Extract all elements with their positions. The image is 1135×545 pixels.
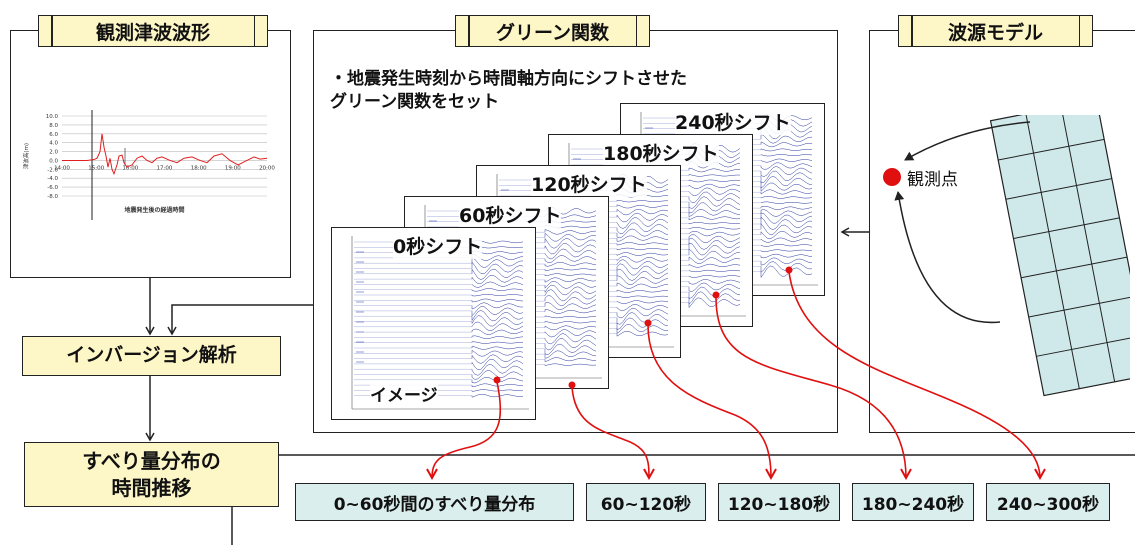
result-0-60-label: 0~60秒間のすべり量分布 — [333, 494, 536, 515]
green-sheet-240s-label: 240秒シフト — [675, 108, 791, 135]
obs-y-tick: 2.0 — [49, 150, 58, 156]
green-function-note-line-2: グリーン関数をセット — [330, 91, 500, 112]
source-model-title: 波源モデル — [898, 15, 1093, 47]
obs-y-tick: -6.0 — [47, 185, 58, 191]
obs-x-tick: 19:00 — [225, 165, 241, 171]
obs-y-label: 津波高(m) — [22, 143, 30, 169]
obs-y-tick: 10.0 — [46, 114, 59, 120]
green-sheet-image-label: イメージ — [370, 381, 438, 406]
slip-evolution-line-2: 時間推移 — [111, 475, 192, 500]
green-function-title-text: グリーン関数 — [495, 21, 610, 44]
slip-evolution-box: すべり量分布の 時間推移 — [24, 442, 279, 507]
obs-y-tick: -2.0 — [47, 167, 58, 173]
green-sheet-waveforms-icon — [351, 236, 529, 410]
observed-waveform-trace — [62, 133, 268, 176]
obs-x-tick: 16:00 — [122, 165, 138, 171]
obs-y-tick: 4.0 — [49, 141, 58, 147]
obs-y-tick: 8.0 — [49, 123, 58, 129]
observed-waveform-title: 観測津波波形 — [38, 15, 268, 47]
result-120-180-label: 120~180秒 — [727, 494, 831, 515]
obs-y-tick: 6.0 — [49, 132, 58, 138]
observed-waveform-chart: 10.0 8.0 6.0 4.0 2.0 0.0 -2.0 -4.0 -6.0 -8.0 14:00… — [22, 110, 275, 220]
green-sheet-0s-label: 0秒シフト — [393, 232, 483, 259]
obs-y-tick: 0.0 — [49, 158, 58, 164]
result-0-60: 0~60秒間のすべり量分布 — [295, 483, 574, 521]
slip-evolution-line-1: すべり量分布の — [82, 448, 221, 473]
inversion-analysis-label: インバージョン解析 — [66, 344, 237, 367]
result-240-300-label: 240~300秒 — [996, 494, 1100, 515]
observation-point-icon — [883, 168, 901, 186]
result-120-180: 120~180秒 — [718, 483, 840, 521]
obs-y-tick: -8.0 — [47, 194, 58, 200]
result-180-240: 180~240秒 — [852, 483, 974, 521]
green-function-note: ・地震発生時刻から時間軸方向にシフトさせた グリーン関数をセット — [330, 68, 687, 114]
green-sheet-180s-label: 180秒シフト — [603, 139, 719, 166]
green-function-note-line-1: ・地震発生時刻から時間軸方向にシフトさせた — [330, 69, 687, 89]
observed-waveform-title-text: 観測津波波形 — [95, 21, 210, 44]
obs-x-label: 地震発生後の経過時間 — [124, 206, 184, 214]
source-model-title-text: 波源モデル — [947, 21, 1043, 44]
observation-point-label: 観測点 — [907, 170, 958, 190]
arrow-green-to-inversion — [167, 304, 313, 336]
result-60-120: 60~120秒 — [586, 483, 706, 521]
obs-x-tick: 14:00 — [54, 165, 70, 171]
green-function-title: グリーン関数 — [455, 15, 650, 47]
obs-x-tick: 15:00 — [88, 165, 104, 171]
result-180-240-label: 180~240秒 — [861, 494, 965, 515]
green-sheet-60s-label: 60秒シフト — [459, 201, 562, 228]
obs-x-tick: 18:00 — [191, 165, 207, 171]
observed-waveform-panel — [10, 30, 291, 278]
result-60-120-label: 60~120秒 — [600, 494, 692, 515]
obs-y-tick: -4.0 — [47, 176, 58, 182]
obs-x-tick: 17:00 — [157, 165, 173, 171]
fault-grid-model — [989, 115, 1130, 397]
result-240-300: 240~300秒 — [986, 483, 1110, 521]
green-sheet-120s-label: 120秒シフト — [531, 170, 647, 197]
inversion-analysis-box: インバージョン解析 — [22, 336, 281, 376]
obs-x-tick: 20:00 — [259, 165, 275, 171]
